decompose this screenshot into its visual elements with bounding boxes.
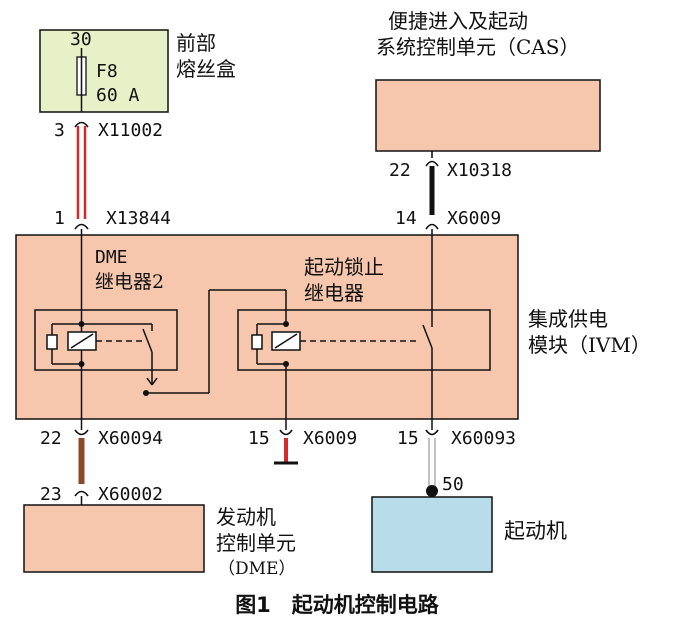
connector-x11002-symbol xyxy=(74,121,89,128)
cas-pin: 22 xyxy=(389,160,411,181)
dme-relay-label-line2: 继电器2 xyxy=(95,271,164,293)
cas-connector: X10318 xyxy=(447,160,512,181)
ivm-top-right-pin: 14 xyxy=(395,208,417,229)
ivm-title-line2: 模块（IVM） xyxy=(528,333,651,357)
connector-x60094-symbol xyxy=(74,429,89,436)
wire-red-fuse-to-ivm xyxy=(76,126,87,219)
dme-relay-box xyxy=(34,309,178,371)
dme-title-line3: （DME） xyxy=(218,559,295,579)
ivm-top-left-connector: X13844 xyxy=(106,208,171,229)
fuse-box-pin: 3 xyxy=(54,120,65,141)
dme-relay-switch xyxy=(142,328,153,353)
connector-x10318-symbol xyxy=(425,160,439,167)
cas-title-line1: 便捷进入及起动 xyxy=(388,9,528,33)
fuse-box-title-line2: 熔丝盒 xyxy=(176,57,236,81)
starter-title: 起动机 xyxy=(504,519,567,543)
starter-motor xyxy=(371,496,493,573)
figure-caption: 图1 起动机控制电路 xyxy=(235,593,440,617)
dme-title-line2: 控制单元 xyxy=(216,531,296,555)
dme-relay-label-line1: DME xyxy=(95,247,128,268)
dme-title-line1: 发动机 xyxy=(216,505,276,529)
fuse-box-terminal: 30 xyxy=(70,29,92,50)
ivm-top-right-connector: X6009 xyxy=(447,208,501,229)
start-lock-relay-resistor xyxy=(251,334,263,350)
ivm-top-left-pin: 1 xyxy=(54,208,65,229)
cas-control-unit xyxy=(375,79,601,152)
connector-x13844-symbol xyxy=(74,223,89,230)
starter-terminal: 50 xyxy=(442,474,464,495)
dme-relay-resistor xyxy=(46,334,58,350)
start-lock-relay-label-line2: 继电器 xyxy=(304,281,364,305)
wire-relay-interconnect xyxy=(143,289,286,396)
ivm-module xyxy=(15,234,519,420)
wire-red-stub xyxy=(274,438,298,465)
connector-x6009-top-symbol xyxy=(425,223,439,230)
connector-x6009-bottom-symbol xyxy=(279,429,293,436)
fuse-id: F8 xyxy=(96,61,118,82)
front-fuse-box: 30 F8 60 A xyxy=(39,29,169,113)
ivm-bottom-mid-pin: 15 xyxy=(248,428,270,449)
start-lock-relay-switch xyxy=(422,324,433,349)
fuse-rating: 60 A xyxy=(96,85,140,106)
fuse-box-body xyxy=(39,29,169,113)
connector-x60002-symbol xyxy=(74,490,89,497)
fuse-box-connector: X11002 xyxy=(98,120,163,141)
connector-x60093-symbol xyxy=(425,429,439,436)
ivm-bottom-right-pin: 15 xyxy=(397,428,419,449)
ivm-title-line1: 集成供电 xyxy=(528,307,608,331)
start-lock-relay-label-line1: 起动锁止 xyxy=(304,255,384,279)
ivm-bottom-left-pin: 22 xyxy=(40,428,62,449)
starter-terminal-dot xyxy=(426,485,438,497)
dme-control-unit xyxy=(23,504,205,573)
ivm-bottom-left-connector: X60094 xyxy=(98,428,163,449)
wire-ivm-to-starter xyxy=(428,438,436,490)
dme-pin: 23 xyxy=(40,484,62,505)
start-lock-relay-box xyxy=(237,309,491,371)
ivm-bottom-mid-connector: X6009 xyxy=(303,428,357,449)
dme-connector: X60002 xyxy=(98,484,163,505)
cas-title-line2: 系统控制单元（CAS） xyxy=(376,35,579,59)
dme-relay-2 xyxy=(34,309,178,385)
fuse-box-title-line1: 前部 xyxy=(176,31,216,55)
start-lock-relay xyxy=(237,229,491,430)
ivm-bottom-right-connector: X60093 xyxy=(451,428,516,449)
